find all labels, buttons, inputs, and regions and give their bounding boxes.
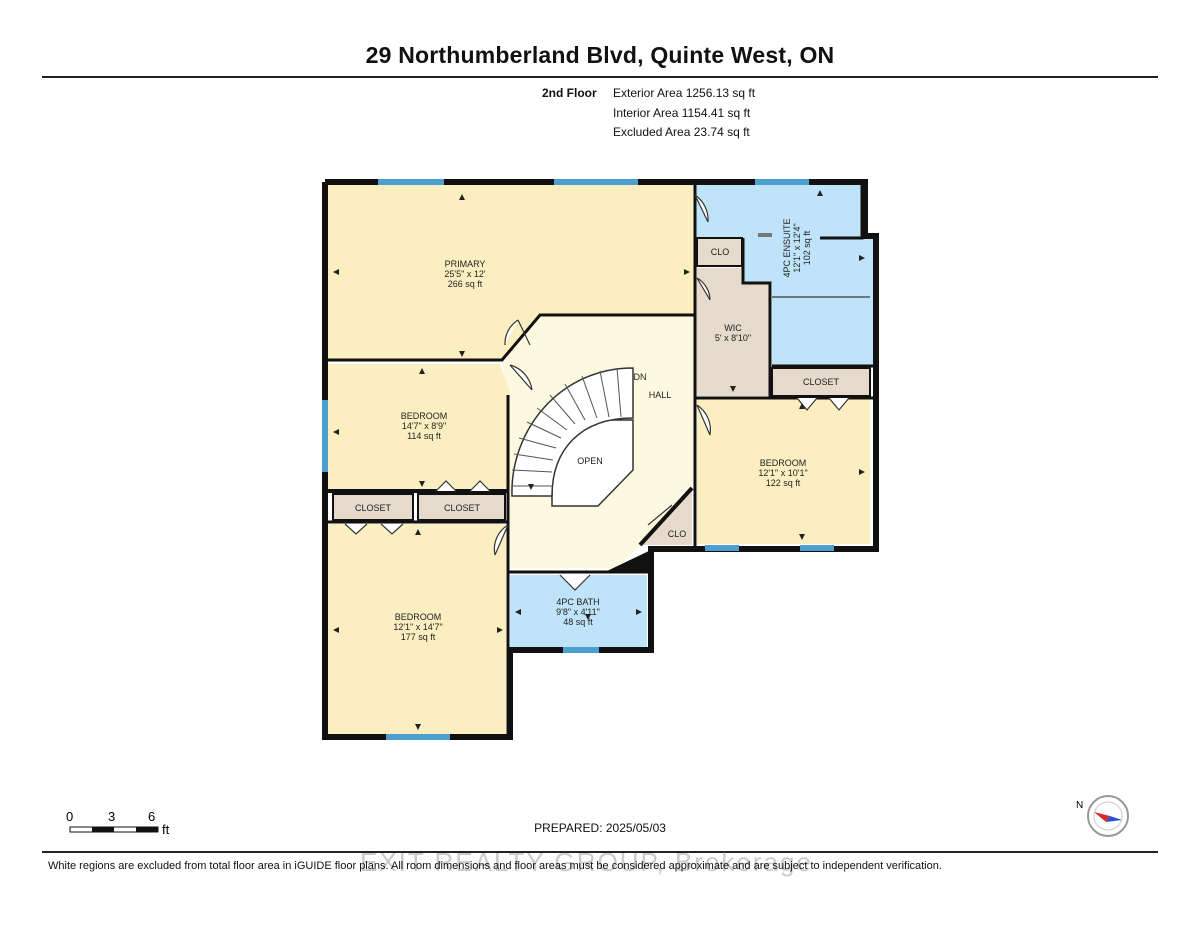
room-closet-right [771, 367, 871, 397]
bath-name: 4PC BATH [556, 597, 599, 607]
ensuite-dims: 12'1" x 12'4" [792, 223, 802, 272]
excluded-area: Excluded Area 23.74 sq ft [613, 125, 750, 139]
bath-area: 48 sq ft [563, 617, 593, 627]
exterior-area: Exterior Area 1256.13 sq ft [613, 86, 756, 100]
bedroom-bottom-area: 177 sq ft [401, 632, 436, 642]
bedroom-bottom-dims: 12'1" x 14'7" [393, 622, 442, 632]
bedroom-right-name: BEDROOM [760, 458, 807, 468]
scale-bar: 0 3 6 ft [66, 809, 170, 837]
primary-dims: 25'5" x 12' [444, 269, 485, 279]
clo-top-label: CLO [711, 247, 730, 257]
bedroom-mid-area: 114 sq ft [407, 431, 441, 441]
interior-area: Interior Area 1154.41 sq ft [613, 106, 751, 120]
ensuite-name: 4PC ENSUITE [782, 218, 792, 277]
ensuite-fixture [758, 233, 772, 237]
watermark: EXIT REALTY GROUP, Brokerage [360, 847, 813, 877]
wall-stair-block [605, 550, 651, 572]
room-bedroom-mid [328, 364, 510, 490]
wic-dims: 5' x 8'10" [715, 333, 751, 343]
room-bedroom-right [697, 398, 870, 544]
room-ensuite [695, 185, 873, 366]
bath-dims: 9'8" x 4'11" [556, 607, 600, 617]
room-bedroom-bottom [328, 524, 506, 734]
clo-hall-label: CLO [668, 529, 687, 539]
open-label: OPEN [577, 456, 603, 466]
bedroom-right-area: 122 sq ft [766, 478, 801, 488]
prepared-date: PREPARED: 2025/05/03 [534, 821, 666, 835]
compass-north-label: N [1076, 800, 1083, 811]
closet-left2-label: CLOSET [444, 503, 481, 513]
bedroom-bottom-name: BEDROOM [395, 612, 442, 622]
floor-label: 2nd Floor [542, 86, 597, 100]
disclaimer: White regions are excluded from total fl… [48, 860, 942, 872]
scale-tick-6: 6 [148, 809, 155, 824]
header-divider [42, 76, 1158, 78]
room-wic [695, 268, 770, 396]
bedroom-mid-dims: 14'7" x 8'9" [402, 421, 446, 431]
room-closet-left1 [332, 493, 414, 521]
footer-divider [42, 851, 1158, 853]
scale-tick-3: 3 [108, 809, 115, 824]
closet-right-label: CLOSET [803, 377, 840, 387]
hall-label: HALL [649, 390, 672, 400]
dimension-markers [333, 190, 865, 730]
primary-name: PRIMARY [445, 259, 486, 269]
room-clo-top [696, 237, 743, 267]
stair-dn-label: DN [634, 372, 647, 382]
page-title: 29 Northumberland Blvd, Quinte West, ON [365, 42, 835, 68]
room-primary [328, 185, 695, 360]
bedroom-right-dims: 12'1" x 10'1" [758, 468, 807, 478]
scale-tick-0: 0 [66, 809, 73, 824]
closet-left1-label: CLOSET [355, 503, 392, 513]
bedroom-mid-name: BEDROOM [401, 411, 448, 421]
primary-area: 266 sq ft [448, 279, 483, 289]
scale-unit: ft [162, 822, 170, 837]
doors [344, 194, 850, 591]
wic-name: WIC [724, 323, 742, 333]
windows [322, 179, 834, 740]
room-closet-left2 [417, 493, 506, 521]
compass-icon: N [1076, 795, 1129, 837]
ensuite-area: 102 sq ft [802, 230, 812, 265]
